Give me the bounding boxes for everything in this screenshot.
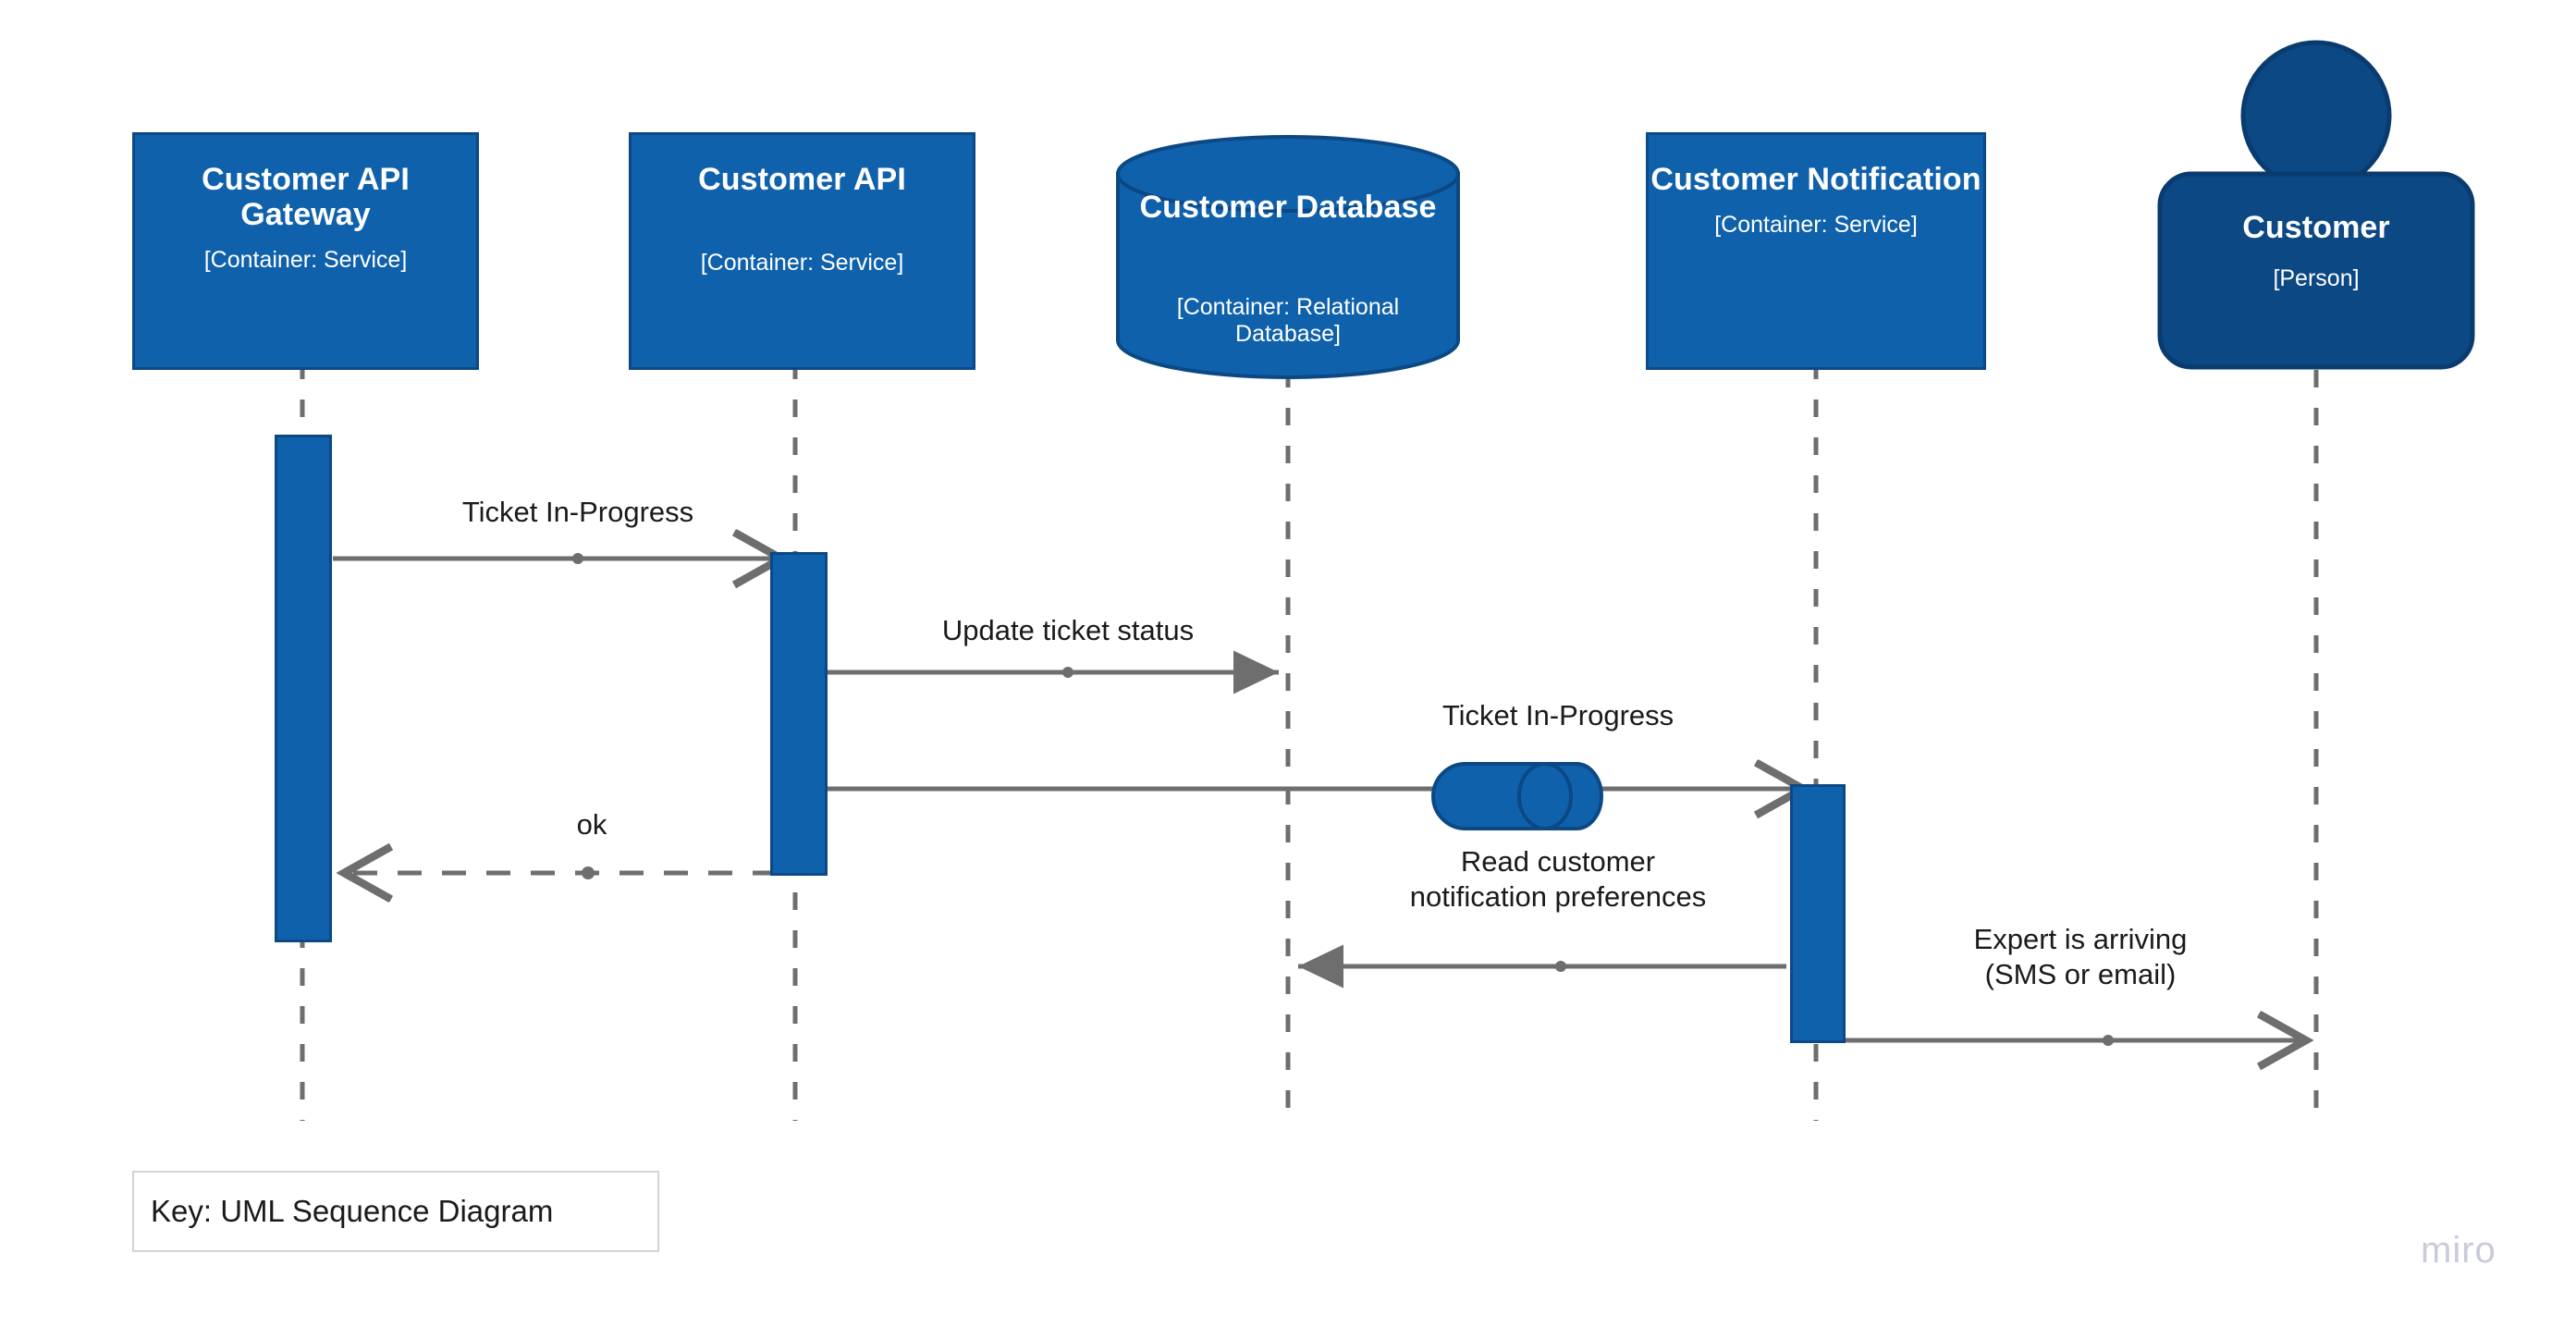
participant-customer[interactable]: Customer [Person] <box>2160 174 2472 367</box>
message-arrow-expert-is-arriving[interactable] <box>1845 1035 2306 1046</box>
participant-name: Customer Notification <box>1650 162 1981 197</box>
message-arrow-update-ticket-status[interactable] <box>823 650 1280 694</box>
diagram-key-label: Key: UML Sequence Diagram <box>151 1194 554 1228</box>
participant-technology: [Container: Service] <box>203 247 408 274</box>
participant-technology: [Container: Service] <box>1714 212 1918 239</box>
participant-customer-database[interactable]: Customer Database [Container: Relational… <box>1118 137 1458 377</box>
participant-customer-api[interactable]: Customer API [Container: Service] <box>629 132 975 370</box>
activation-customer-api-gateway[interactable] <box>275 435 332 942</box>
customer-person-shape[interactable] <box>2157 40 2475 370</box>
participant-name: Customer <box>2242 210 2390 245</box>
activation-customer-notification[interactable] <box>1790 784 1846 1043</box>
participant-customer-notification[interactable]: Customer Notification [Container: Servic… <box>1646 132 1986 370</box>
message-arrow-ok[interactable] <box>344 866 777 879</box>
diagram-key: Key: UML Sequence Diagram <box>132 1171 659 1252</box>
participant-technology: [Container: Service] <box>700 250 904 276</box>
message-arrow-ticket-in-progress-1[interactable] <box>333 553 781 564</box>
participant-technology: [Container: Relational Database] <box>1176 294 1400 347</box>
participant-customer-api-gateway[interactable]: Customer API Gateway [Container: Service… <box>132 132 479 370</box>
customer-database-shape[interactable] <box>1116 135 1460 379</box>
activation-customer-api[interactable] <box>770 552 828 876</box>
message-arrow-read-customer-notification-preferences[interactable] <box>1297 944 1786 989</box>
participant-name: Customer API <box>698 162 906 197</box>
participant-name: Customer API Gateway <box>202 162 410 233</box>
participant-technology: [Person] <box>2273 265 2360 291</box>
participant-name: Customer Database <box>1139 190 1437 225</box>
message-queue-icon[interactable] <box>1431 762 1603 830</box>
miro-watermark: miro <box>2421 1230 2496 1271</box>
